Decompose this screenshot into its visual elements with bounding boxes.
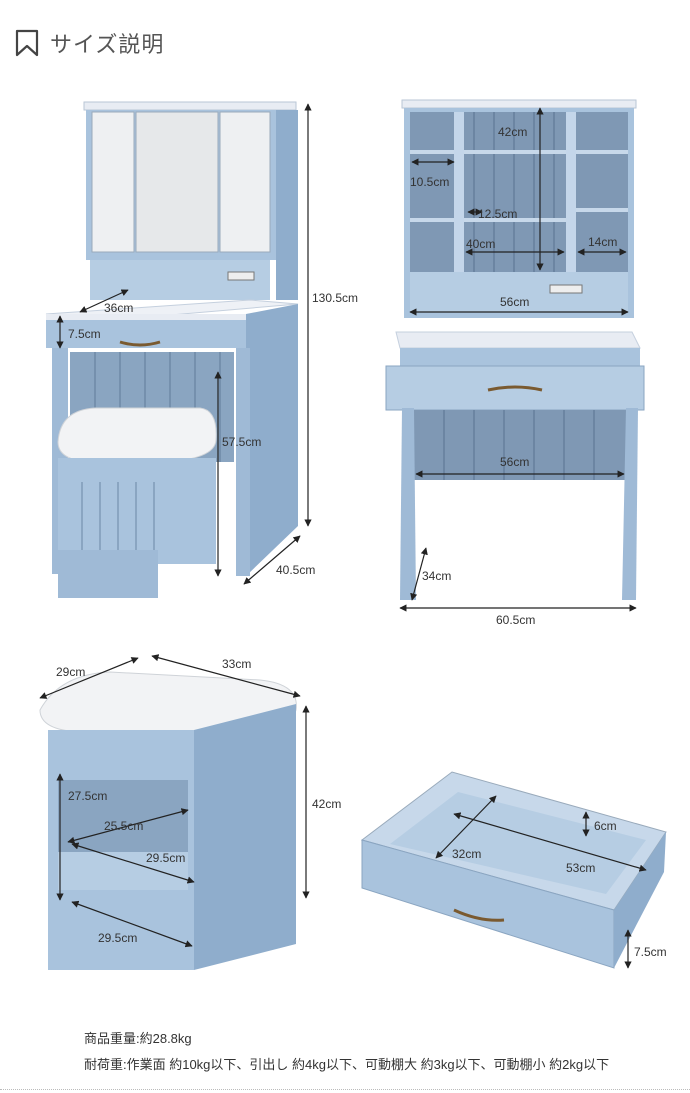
dim-stool-depth: 29cm (56, 665, 85, 679)
dim-drawer-height: 7.5cm (68, 327, 101, 341)
drawer-figure: 32cm 53cm 6cm 7.5cm (360, 771, 667, 969)
dim-stool-width: 33cm (222, 657, 251, 671)
dim-shelf-height: 42cm (498, 125, 527, 139)
dim-depth-top: 36cm (104, 301, 133, 315)
dim-drawer-depth: 32cm (452, 847, 481, 861)
section-header: サイズ説明 (14, 26, 164, 60)
dim-stool-inner-width: 29.5cm (146, 851, 185, 865)
dim-shelf-gap: 12.5cm (478, 207, 517, 221)
bookmark-icon (15, 29, 39, 57)
page-title: サイズ説明 (50, 32, 165, 57)
dresser-side-figure: 36cm 7.5cm 130.5cm 57.5cm 40.5cm (45, 101, 358, 598)
dim-drawer-outer-height: 7.5cm (634, 945, 667, 959)
product-weight: 商品重量:約28.8kg (84, 1031, 192, 1046)
divider (0, 1089, 690, 1090)
dresser-front-figure: 42cm 10.5cm 12.5cm 40cm 14cm 56cm 56cm 3… (385, 99, 645, 627)
dim-leg-depth: 34cm (422, 569, 451, 583)
dim-drawer-inner-height: 6cm (594, 819, 617, 833)
dim-drawer-width: 53cm (566, 861, 595, 875)
dim-depth: 40.5cm (276, 563, 315, 577)
stool-figure: 29cm 33cm 42cm 27.5cm 25.5cm 29.5cm 29.5… (39, 654, 341, 970)
dim-stool-height: 42cm (312, 797, 341, 811)
dim-total-width: 60.5cm (496, 613, 535, 627)
dim-stool-inner-depth: 25.5cm (104, 819, 143, 833)
dim-inner-width: 40cm (466, 237, 495, 251)
dim-shelf-width-small: 10.5cm (410, 175, 449, 189)
dim-knee-width: 56cm (500, 455, 529, 469)
load-capacity: 耐荷重:作業面 約10kg以下、引出し 約4kg以下、可動棚大 約3kg以下、可… (84, 1057, 610, 1072)
dim-total-height: 130.5cm (312, 291, 358, 305)
dim-knee-height: 57.5cm (222, 435, 261, 449)
dim-stool-inner-height: 27.5cm (68, 789, 107, 803)
dim-upper-width: 56cm (500, 295, 529, 309)
dim-stool-bottom-width: 29.5cm (98, 931, 137, 945)
dim-side-width: 14cm (588, 235, 617, 249)
